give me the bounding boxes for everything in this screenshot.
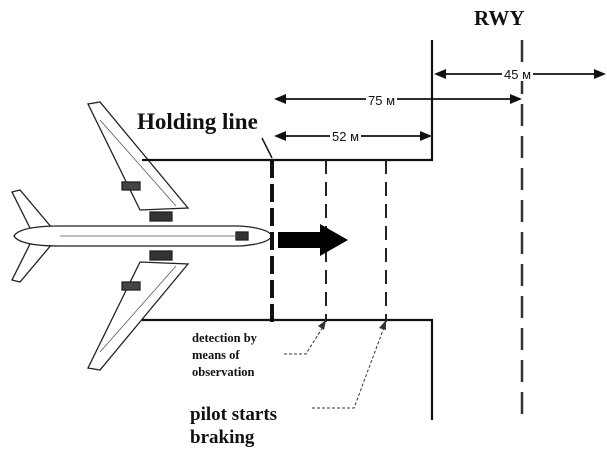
dimension-75 [274,94,522,104]
holding-line-label: Holding line [137,109,258,134]
runway-label: RWY [474,6,525,30]
wing-detail [60,119,238,353]
airplane-icon [11,101,273,371]
movement-arrow [278,224,348,256]
distance-75-label: 75 м [366,93,398,108]
pilot-braking-label: pilot starts braking [190,404,278,448]
holding-line-leader [261,137,273,159]
pilot-leader-arrow [379,320,386,330]
distance-52-label: 52 м [330,129,362,144]
taxiway-edges [142,40,434,420]
detection-leader [284,321,327,355]
detection-label: detection by means of observation [192,331,257,379]
pilot-leader [312,321,387,409]
detection-leader-arrow [318,320,326,330]
distance-45-label: 45 м [502,67,534,82]
